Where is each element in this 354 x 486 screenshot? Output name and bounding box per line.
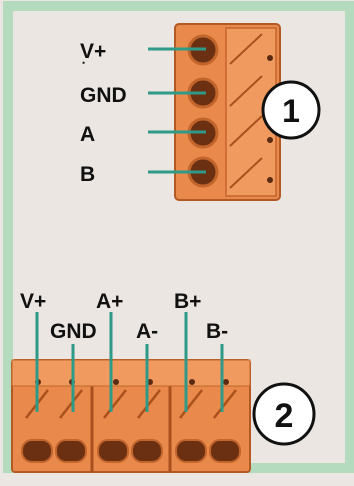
pin-marker-dot: • — [82, 58, 85, 68]
pin-label-1-vplus: V+ — [80, 40, 106, 63]
terminal-block-2 — [11, 312, 251, 473]
pin-label-2-vplus: V+ — [20, 290, 46, 313]
pin-label-2-aplus: A+ — [96, 290, 123, 313]
callout-badge-1: 1 — [261, 80, 321, 140]
pin-label-2-bminus: B- — [206, 320, 228, 343]
pin-label-1-gnd: GND — [80, 84, 127, 107]
terminal-1-screw-holes — [187, 34, 219, 188]
callout-badge-2: 2 — [252, 382, 316, 446]
pin-label-2-aminus: A- — [136, 320, 158, 343]
callout-badge-1-number: 1 — [282, 93, 300, 129]
pin-label-1-b: B — [80, 163, 95, 186]
pin-label-1-a: A — [80, 123, 95, 146]
terminal-block-1 — [148, 23, 281, 201]
terminal-2-screw-holes — [21, 439, 241, 463]
callout-badge-2-number: 2 — [275, 397, 294, 435]
pin-label-2-bplus: B+ — [174, 290, 201, 313]
pin-label-2-gnd: GND — [50, 320, 97, 343]
